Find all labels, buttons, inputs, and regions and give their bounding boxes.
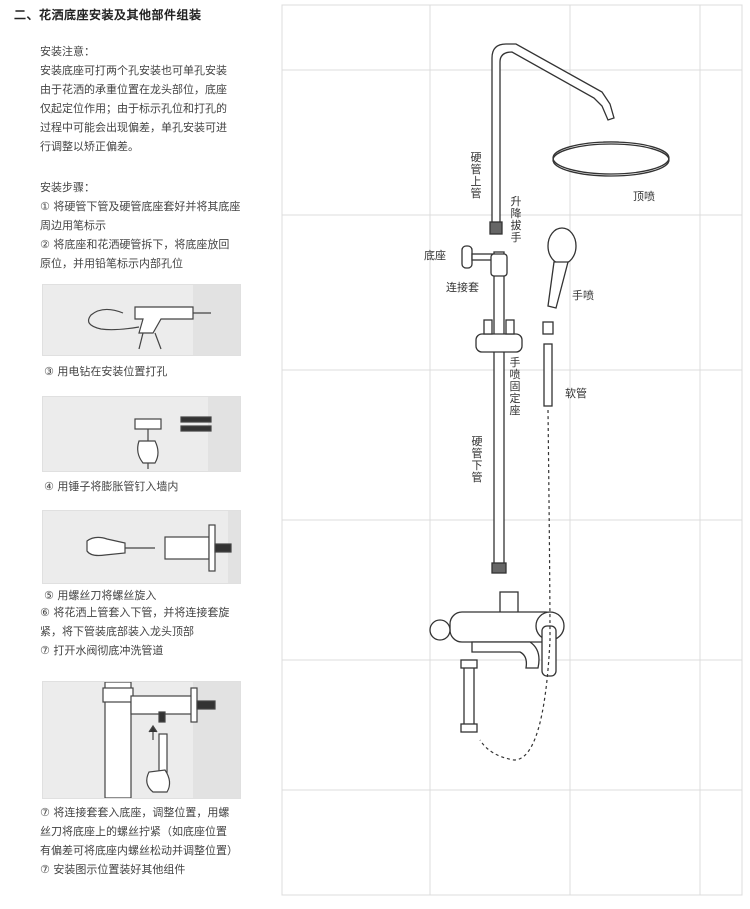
step-4-caption: ④ 用锤子将膨胀管钉入墙内 bbox=[44, 480, 179, 493]
drill-illustration bbox=[42, 284, 241, 356]
wall-tile-grid bbox=[281, 4, 743, 896]
step-9-caption: ⑦ 安装图示位置装好其他组件 bbox=[40, 863, 186, 876]
step-2-line: 原位，并用铅笔标示内部孔位 bbox=[40, 257, 183, 270]
hand-holder bbox=[475, 333, 523, 353]
label-lift-rod: 升降拔手 bbox=[510, 195, 522, 244]
step-8-block: ⑦ 将连接套套入底座，调整位置，用螺 丝刀将底座上的螺丝拧紧（如底座位置 有偏差… bbox=[40, 803, 275, 879]
wall-base bbox=[461, 245, 473, 269]
step-1-line: 周边用笔标示 bbox=[40, 219, 106, 232]
notes-heading: 安装注意： bbox=[40, 45, 95, 58]
step-5-caption: ⑤ 用螺丝刀将螺丝旋入 bbox=[44, 589, 157, 602]
step-6-line: 紧，将下管装底部装入龙头顶部 bbox=[40, 625, 194, 638]
hand-shower-head bbox=[547, 227, 577, 265]
notes-line: 行调整以矫正偏差。 bbox=[40, 140, 139, 153]
screwdriver-illustration bbox=[42, 510, 241, 584]
lower-pipe bbox=[493, 251, 505, 571]
step-3-caption: ③ 用电钻在安装位置打孔 bbox=[44, 365, 168, 378]
shower-diagram-svg bbox=[281, 4, 743, 896]
label-connector: 连接套 bbox=[446, 281, 479, 294]
notes-line: 过程中可能会出现偏差，单孔安装可进 bbox=[40, 121, 227, 134]
step-2-line: ② 将底座和花洒硬管拆下，将底座放回 bbox=[40, 238, 230, 251]
notes-line: 安装底座可打两个孔安装也可单孔安装 bbox=[40, 64, 227, 77]
steps-block: 安装步骤： ① 将硬管下管及硬管底座套好并将其底座 周边用笔标示 ② 将底座和花… bbox=[40, 178, 275, 273]
pipe-thread bbox=[489, 221, 503, 235]
label-base: 底座 bbox=[424, 249, 446, 262]
spout bbox=[471, 641, 540, 669]
top-spray-head bbox=[552, 141, 670, 175]
notes-block: 安装注意： 安装底座可打两个孔安装也可单孔安装 由于花洒的承重位置在龙头部位，底… bbox=[40, 42, 275, 156]
base-mount-illustration bbox=[42, 681, 241, 799]
label-hand-holder: 手喷固定座 bbox=[509, 356, 521, 417]
step-6-block: ⑥ 将花洒上管套入下管，并将连接套旋 紧，将下管装底部装入龙头顶部 ⑦ 打开水阀… bbox=[40, 603, 275, 660]
step-8-line: 丝刀将底座上的螺丝拧紧（如底座位置 bbox=[40, 825, 227, 838]
label-lower-pipe: 硬管下管 bbox=[471, 435, 483, 484]
notes-line: 由于花洒的承重位置在龙头部位，底座 bbox=[40, 83, 227, 96]
step-1-line: ① 将硬管下管及硬管底座套好并将其底座 bbox=[40, 200, 241, 213]
shower-assembly-diagram: 硬管上管 升降拔手 顶喷 底座 连接套 手喷 手喷固定座 软管 硬管下管 bbox=[280, 0, 750, 905]
steps-heading: 安装步骤： bbox=[40, 181, 95, 194]
section-title: 二、花洒底座安装及其他部件组装 bbox=[14, 8, 202, 22]
step-8-line: ⑦ 将连接套套入底座，调整位置，用螺 bbox=[40, 806, 230, 819]
upper-pipe bbox=[491, 43, 615, 233]
inlet-pipe bbox=[463, 663, 475, 729]
label-hand-shower: 手喷 bbox=[572, 289, 594, 302]
label-hose: 软管 bbox=[565, 387, 587, 400]
step-8-line: 有偏差可将底座内螺丝松动并调整位置） bbox=[40, 844, 238, 857]
hose-connector bbox=[542, 321, 554, 335]
notes-line: 仅起定位作用；由于标示孔位和打孔的 bbox=[40, 102, 227, 115]
step-7-caption: ⑦ 打开水阀彻底冲洗管道 bbox=[40, 644, 164, 657]
hose-path bbox=[479, 409, 551, 761]
label-upper-pipe: 硬管上管 bbox=[470, 151, 482, 200]
step-6-line: ⑥ 将花洒上管套入下管，并将连接套旋 bbox=[40, 606, 230, 619]
hammer-illustration bbox=[42, 396, 241, 472]
hose-segment bbox=[543, 343, 553, 407]
label-top-spray: 顶喷 bbox=[633, 190, 655, 203]
